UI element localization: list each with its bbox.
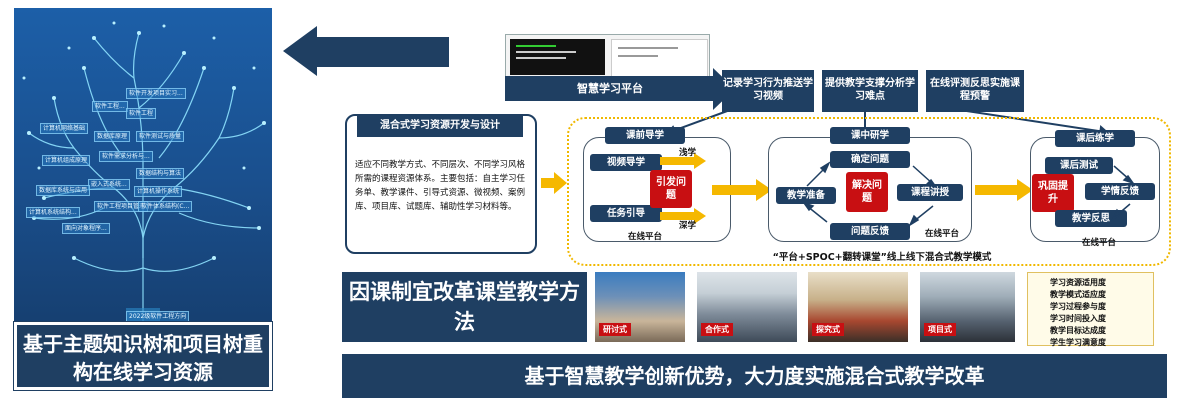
shallow-label: 浅学 <box>679 148 697 158</box>
tree-node: 软件工程... <box>92 101 128 112</box>
consolidate-box: 巩固提升 <box>1032 174 1074 212</box>
pre-class-title: 课前导学 <box>605 127 685 144</box>
evaluation-list: 学习资源适用度 教学模式适应度 学习过程参与度 学习时间投入度 教学目标达成度 … <box>1027 272 1154 347</box>
tree-node: 计算机系统结构... <box>26 207 80 218</box>
post-cycle-arrows <box>1111 165 1135 221</box>
left-arrow-icon <box>283 26 449 76</box>
photo-cooperative: 合作式 <box>697 272 797 342</box>
tree-node: 数据结构与算法 <box>136 168 185 179</box>
photo-label-project: 项目式 <box>924 323 956 336</box>
teaching-prep-box: 教学准备 <box>776 187 836 204</box>
pre-class-arrows <box>660 153 706 224</box>
top-box-evaluate: 在线评测反思实施课程预警 <box>926 70 1024 112</box>
cycle-arrows <box>802 161 938 227</box>
post-online-label: 在线平台 <box>1082 238 1117 248</box>
tree-node: 计算机操作系统 <box>134 186 183 197</box>
photo-label-inquiry: 探究式 <box>812 323 844 336</box>
problem-feedback-box: 问题反馈 <box>830 223 910 240</box>
tree-caption: 基于主题知识树和项目树重构在线学习资源 <box>13 321 273 391</box>
photo-seminar: 研讨式 <box>595 272 685 342</box>
blended-mode-frame <box>567 117 1171 266</box>
smart-platform-bar: 智慧学习平台 <box>505 76 715 101</box>
tree-node: 数据库原理 <box>94 131 131 142</box>
tree-node: 面向对象程序... <box>62 223 110 234</box>
top-box-record: 记录学习行为推送学习视频 <box>722 70 814 112</box>
evaluation-item: 学习时间投入度 <box>1050 314 1106 323</box>
resource-design-text: 适应不同教学方式、不同层次、不同学习风格所需的课程资源体系。主要包括：自主学习任… <box>355 160 526 212</box>
evaluation-item: 学生学习满意度 <box>1050 338 1106 347</box>
yellow-arrow-icon <box>712 179 772 201</box>
video-guide-box: 视频导学 <box>590 154 662 171</box>
tree-node: 软件体系结构(C... <box>138 201 193 212</box>
photo-label-cooperative: 合作式 <box>701 323 733 336</box>
tree-node: 计算机网络基础 <box>40 123 89 134</box>
resource-design-title: 混合式学习资源开发与设计 <box>357 115 523 137</box>
tree-node: 数据库系统与应用 <box>36 185 91 196</box>
post-test-box: 课后测试 <box>1045 157 1113 174</box>
tree-node: 嵌入式系统... <box>88 179 130 190</box>
photo-label-seminar: 研讨式 <box>599 323 631 336</box>
post-class-title: 课后练学 <box>1055 130 1135 147</box>
knowledge-tree-image: 软件工程... 软件开发项目实习... 计算机网络基础 数据库原理 软件工程 软… <box>14 8 272 328</box>
in-class-title: 课中研学 <box>830 127 910 144</box>
tree-node: 软件工程 <box>126 108 157 119</box>
tree-root-label: 2022级软件工程方向 <box>126 311 190 322</box>
photo-project: 项目式 <box>920 272 1015 342</box>
yellow-arrow-icon <box>975 179 1033 201</box>
teaching-reflection-box: 教学反思 <box>1055 210 1127 227</box>
learning-feedback-box: 学情反馈 <box>1085 183 1155 200</box>
evaluation-item: 学习过程参与度 <box>1050 302 1106 311</box>
course-lecture-box: 课程讲授 <box>897 184 963 201</box>
bottom-banner: 基于智慧教学创新优势，大力度实施混合式教学改革 <box>342 354 1167 398</box>
yellow-arrow-icon <box>541 172 567 194</box>
reform-title-box: 因课制宜改革课堂教学方法 <box>342 272 587 342</box>
evaluation-item: 教学模式适应度 <box>1050 290 1106 299</box>
tree-node: 计算机组成原理 <box>42 155 91 166</box>
tree-node: 软件开发项目实习... <box>126 88 186 99</box>
top-box-support: 提供教学支撑分析学习难点 <box>822 70 918 112</box>
task-guide-box: 任务引导 <box>590 205 662 222</box>
in-online-label: 在线平台 <box>925 229 960 239</box>
define-problem-box: 确定问题 <box>830 151 910 168</box>
tree-node: 软件需求分析与... <box>99 151 153 162</box>
photo-inquiry: 探究式 <box>808 272 908 342</box>
pre-online-label: 在线平台 <box>628 232 663 242</box>
raise-question-box: 引发问题 <box>650 170 692 208</box>
evaluation-item: 教学目标达成度 <box>1050 326 1106 335</box>
blended-mode-caption: “平台+SPOC+翻转课堂”线上线下混合式教学模式 <box>772 252 992 263</box>
evaluation-item: 学习资源适用度 <box>1050 278 1106 287</box>
deep-label: 深学 <box>679 221 697 231</box>
tree-node: 软件测试与质量 <box>136 131 185 142</box>
solve-problem-box: 解决问题 <box>846 172 888 212</box>
